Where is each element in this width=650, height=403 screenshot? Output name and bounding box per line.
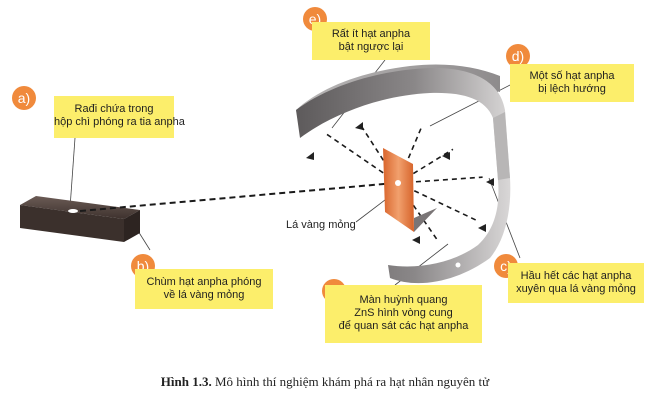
note-d: Một số hạt anpha bị lệch hướng: [510, 64, 634, 102]
note-a-line-1: Rađi chứa trong: [74, 103, 154, 115]
caption-text: Mô hình thí nghiệm khám phá ra hạt nhân …: [211, 374, 490, 389]
note-f: Màn huỳnh quang ZnS hình vòng cung để qu…: [325, 285, 482, 343]
foil-label: Lá vàng mỏng: [286, 219, 356, 231]
note-e-line-1: Rất ít hạt anpha: [331, 28, 411, 40]
note-b-line-1: Chùm hạt anpha phóng: [146, 276, 262, 288]
zns-screen: [296, 67, 511, 284]
note-f-line-1: Màn huỳnh quang: [359, 294, 448, 306]
note-c-line-2: xuyên qua lá vàng mỏng: [516, 283, 636, 295]
screen-feet: [306, 122, 494, 244]
note-f-line-2: ZnS hình vòng cung: [354, 307, 453, 319]
note-e: Rất ít hạt anpha bật ngược lại: [312, 22, 430, 60]
badge-a: a): [12, 86, 36, 110]
note-a: Rađi chứa trong hộp chì phóng ra tia anp…: [54, 96, 185, 138]
impact-dots: [319, 123, 488, 268]
alpha-beam: [79, 182, 396, 212]
note-a-line-2: hộp chì phóng ra tia anpha: [54, 116, 185, 128]
pointer-lines: [69, 59, 521, 286]
zns-screen-edge: [493, 112, 510, 180]
note-c-line-1: Hầu hết các hạt anpha: [520, 270, 632, 282]
note-b: Chùm hạt anpha phóng về lá vàng mỏng: [135, 269, 273, 309]
gold-foil: [383, 148, 437, 232]
note-f-line-3: để quan sát các hạt anpha: [338, 320, 469, 332]
note-d-line-1: Một số hạt anpha: [529, 70, 615, 82]
note-b-line-2: về lá vàng mỏng: [163, 289, 245, 301]
note-c: Hầu hết các hạt anpha xuyên qua lá vàng …: [508, 263, 644, 303]
radium-box: [20, 196, 140, 242]
note-e-line-2: bật ngược lại: [338, 41, 404, 53]
caption-number: Hình 1.3.: [160, 374, 212, 389]
note-d-line-2: bị lệch hướng: [538, 83, 606, 95]
figure-caption: Hình 1.3. Mô hình thí nghiệm khám phá ra…: [0, 374, 650, 390]
